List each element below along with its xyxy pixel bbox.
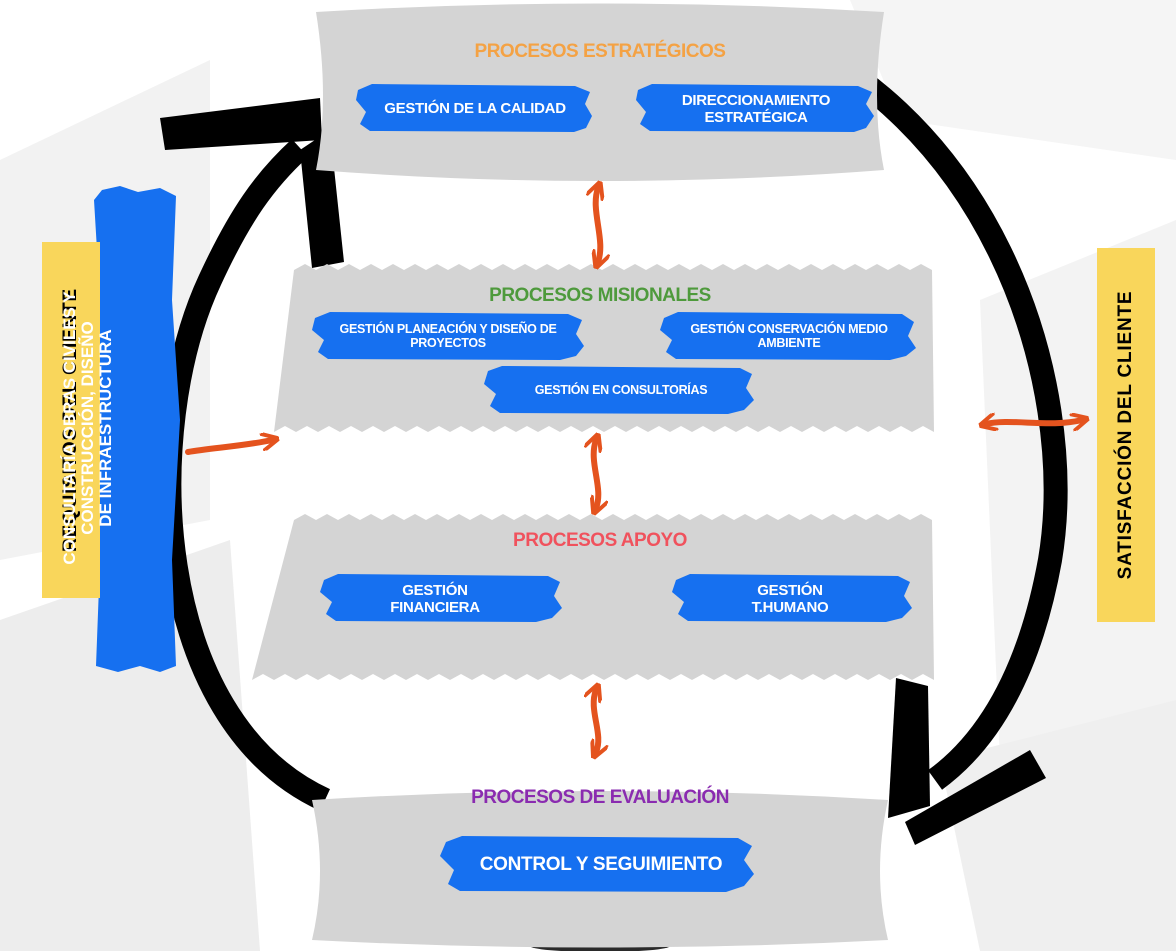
box-planeacion <box>312 312 584 360</box>
box-gestion-calidad <box>356 84 592 132</box>
arrow-estrategicos-misionales <box>596 188 601 262</box>
estrategicos-title: PROCESOS ESTRATÉGICOS <box>474 41 726 63</box>
arrow-satisfaccion <box>986 420 1082 424</box>
satisfaccion-label: SATISFACCIÓN DEL CLIENTE <box>1115 290 1137 580</box>
box-consultorias <box>484 366 754 414</box>
evaluacion-title: PROCESOS DE EVALUACIÓN <box>471 787 729 809</box>
consultaria-label: CONSULTARÍA OBRAS CIVILES Y CONSTRUCCIÓN… <box>52 238 124 618</box>
arrow-misionales-apoyo <box>594 440 599 508</box>
panel-apoyo <box>252 514 934 680</box>
arrow-apoyo-evaluacion <box>594 690 599 752</box>
box-conservacion <box>660 312 916 360</box>
arrow-input <box>185 440 272 455</box>
cycle-head-right <box>888 678 930 818</box>
box-label-gestion-calidad: GESTIÓN DE LA CALIDAD <box>384 100 566 118</box>
blue-boxes <box>92 84 916 892</box>
consultaria-line-1: CONSULTARÍA OBRAS CIVILES Y <box>60 291 80 565</box>
box-label-control: CONTROL Y SEGUIMIENTO <box>479 854 723 876</box>
apoyo-title: PROCESOS APOYO <box>513 530 687 552</box>
panels <box>252 3 934 948</box>
misionales-title: PROCESOS MISIONALES <box>489 285 711 307</box>
box-label-consultorias: GESTIÓN EN CONSULTORÍAS <box>534 382 708 397</box>
box-direccionamiento <box>636 84 874 132</box>
box-label-thumano: GESTIÓN T.HUMANO <box>751 581 829 616</box>
box-label-direccionamiento: DIRECCIONAMIENTO ESTRATÉGICA <box>681 91 831 126</box>
yellow-bar-right <box>1097 248 1155 622</box>
consultaria-line-3: DE INFRAESTRUCTURA <box>95 329 115 527</box>
panel-estrategicos <box>316 3 884 181</box>
box-consultaria-vertical <box>92 186 180 672</box>
box-financiera <box>320 574 562 622</box>
yellow-bar-left <box>42 242 100 598</box>
box-label-conservacion: GESTIÓN CONSERVACIÓN MEDIO AMBIENTE <box>690 321 888 350</box>
panel-misionales <box>274 264 934 432</box>
consultaria-line-2: CONSTRUCCIÓN, DISEÑO <box>78 321 98 535</box>
box-label-planeacion: GESTIÓN PLANEACIÓN Y DISEÑO DE PROYECTOS <box>339 321 557 350</box>
box-control <box>440 836 754 892</box>
cycle-arc-right <box>736 6 1068 790</box>
box-thumano <box>672 574 912 622</box>
orange-arrows <box>185 188 1082 752</box>
box-label-financiera: GESTIÓN FINANCIERA <box>390 581 480 616</box>
